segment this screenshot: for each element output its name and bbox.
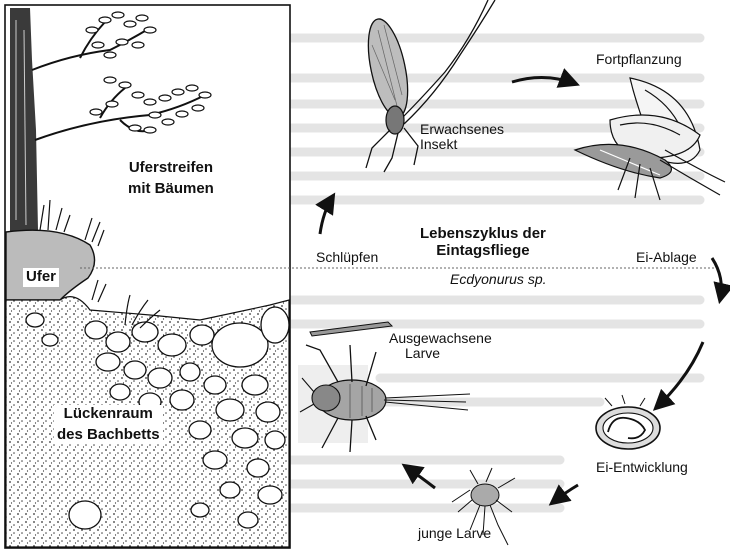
hyporheic-zone-label: Lückenraum des Bachbetts [54, 405, 163, 444]
stage-label-egg-laying: Ei-Ablage [636, 250, 697, 265]
hyporheic-label-line1: Lückenraum [57, 406, 160, 423]
stage-adult-line1: Erwachsenes [420, 122, 504, 137]
riparian-label-line2: mit Bäumen [128, 181, 214, 198]
stage-label-adult: Erwachsenes Insekt [420, 122, 504, 153]
species-name: Ecdyonurus sp. [450, 272, 547, 287]
egg-illustration [596, 395, 660, 449]
stage-label-egg-development: Ei-Entwicklung [596, 460, 688, 475]
stage-label-emergence: Schlüpfen [316, 250, 378, 265]
stage-label-mature-larva: Ausgewachsene Larve [386, 330, 495, 363]
stage-label-mating: Fortpflanzung [596, 52, 682, 67]
title-line2: Eintagsfliege [420, 243, 546, 260]
riparian-label-line1: Uferstreifen [128, 160, 214, 177]
mating-mayflies-illustration [575, 78, 725, 200]
stage-mature-larva-line1: Ausgewachsene [389, 331, 492, 346]
bank-label: Ufer [23, 268, 59, 287]
stage-adult-line2: Insekt [420, 137, 504, 152]
diagram-title: Lebenszyklus der Eintagsfliege [420, 226, 546, 259]
title-line1: Lebenszyklus der [420, 226, 546, 243]
stage-mature-larva-line2: Larve [405, 346, 492, 361]
hyporheic-label-line2: des Bachbetts [57, 427, 160, 444]
stage-label-young-larva: junge Larve [418, 526, 491, 541]
arrow-mating-to-egg-laying [712, 258, 721, 300]
riparian-zone-label: Uferstreifen mit Bäumen [128, 160, 214, 197]
